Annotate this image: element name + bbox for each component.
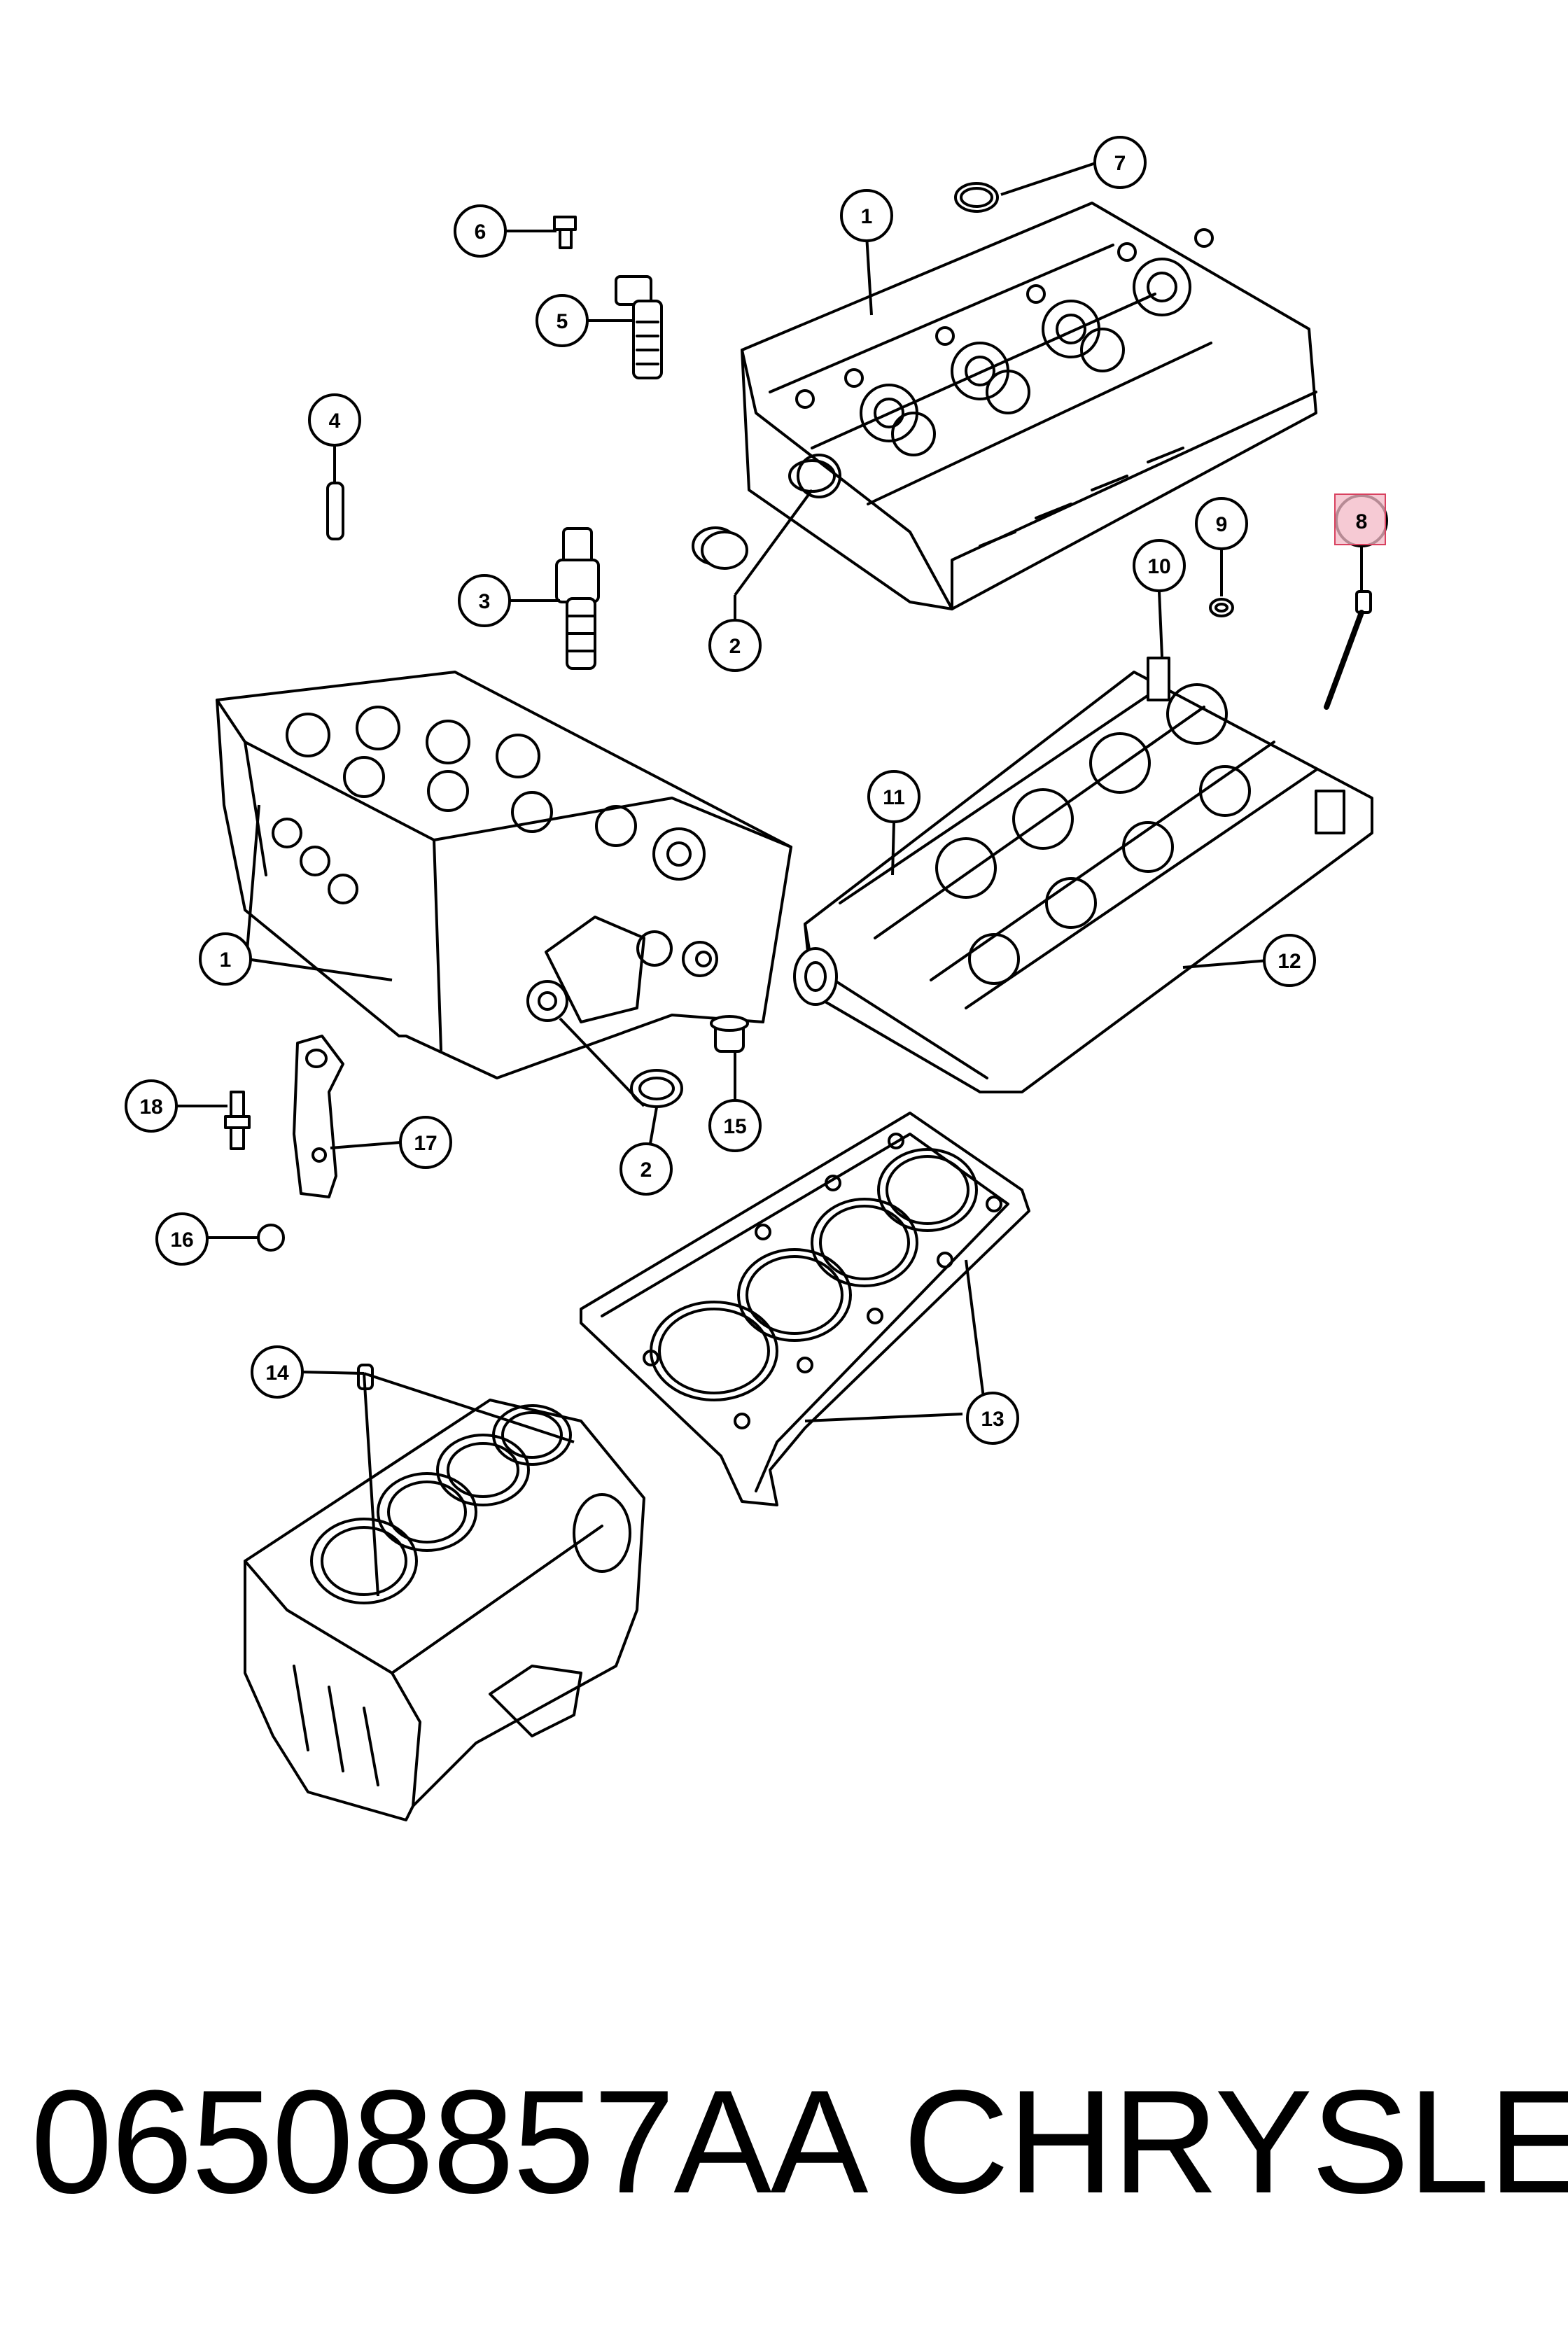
callout-17: 17: [399, 1116, 452, 1169]
callout-12-label: 12: [1278, 950, 1301, 973]
callout-6: 6: [454, 204, 507, 258]
callout-18-label: 18: [139, 1096, 162, 1119]
callout-8-label: 8: [1356, 510, 1368, 533]
engine-block-illustration: [244, 1399, 645, 1821]
check-ball-illustration: [257, 1224, 285, 1252]
callout-13-label: 13: [981, 1408, 1004, 1431]
leader-lines: [175, 161, 1363, 1597]
callout-11: 11: [867, 770, 920, 823]
head-gasket-illustration: [580, 1112, 1030, 1506]
callout-9: 9: [1195, 497, 1248, 550]
cylinder-head-upper-illustration: [741, 202, 1317, 610]
oil-control-valve-illustration: [555, 527, 600, 670]
callout-7: 7: [1093, 136, 1147, 189]
callout-4: 4: [308, 393, 361, 447]
callout-11-label: 11: [883, 786, 905, 809]
callout-4-label: 4: [329, 410, 341, 433]
dowel-pin-illustration: [326, 482, 344, 540]
callout-13: 13: [966, 1392, 1019, 1445]
cup-plug-upper-illustration: [692, 526, 748, 570]
callout-2-upper: 2: [708, 619, 762, 672]
callout-5-label: 5: [556, 310, 568, 333]
cylinder-head-camshaft-illustration: [793, 657, 1373, 1093]
callout-5: 5: [536, 294, 589, 347]
callout-15: 15: [708, 1099, 762, 1152]
callout-1-lower: 1: [199, 932, 252, 986]
small-bolt-illustration: [553, 216, 577, 249]
stud-rod-illustration: [1324, 590, 1372, 710]
callout-9-label: 9: [1216, 513, 1228, 536]
callout-15-label: 15: [723, 1115, 746, 1138]
callout-1-lower-label: 1: [220, 948, 232, 972]
callout-14: 14: [251, 1345, 304, 1399]
part-number-caption: 06508857AA: [31, 2059, 868, 2224]
callout-17-label: 17: [414, 1132, 437, 1155]
callout-18: 18: [125, 1079, 178, 1133]
highlight-box: [1334, 493, 1386, 545]
callout-3-label: 3: [479, 590, 491, 613]
callout-10-label: 10: [1147, 555, 1170, 578]
callout-2-lower-label: 2: [640, 1158, 652, 1182]
callout-8-highlighted: 8: [1334, 493, 1388, 547]
cup-plug-lower-illustration: [630, 1069, 683, 1108]
callout-12: 12: [1263, 934, 1316, 987]
callout-10: 10: [1133, 539, 1186, 592]
callout-2-lower: 2: [620, 1142, 673, 1196]
callout-16-label: 16: [170, 1228, 193, 1252]
callout-2-upper-label: 2: [729, 635, 741, 658]
callout-6-label: 6: [475, 220, 486, 244]
flange-bolt-illustration: [224, 1091, 251, 1150]
callout-3: 3: [458, 574, 511, 627]
callout-14-label: 14: [265, 1362, 289, 1385]
cam-sensor-illustration: [615, 275, 663, 379]
cylinder-head-left-illustration: [216, 671, 792, 1079]
brand-caption: CHRYSLER: [903, 2059, 1568, 2224]
callout-1-upper: 1: [840, 189, 893, 242]
callout-1-upper-label: 1: [861, 205, 873, 228]
callout-16: 16: [155, 1212, 209, 1266]
seal-ring-illustration: [954, 182, 999, 213]
callout-7-label: 7: [1114, 152, 1126, 175]
washer-illustration: [1209, 598, 1234, 617]
plug-15-illustration: [710, 1015, 749, 1053]
lift-bracket-illustration: [293, 1035, 344, 1198]
